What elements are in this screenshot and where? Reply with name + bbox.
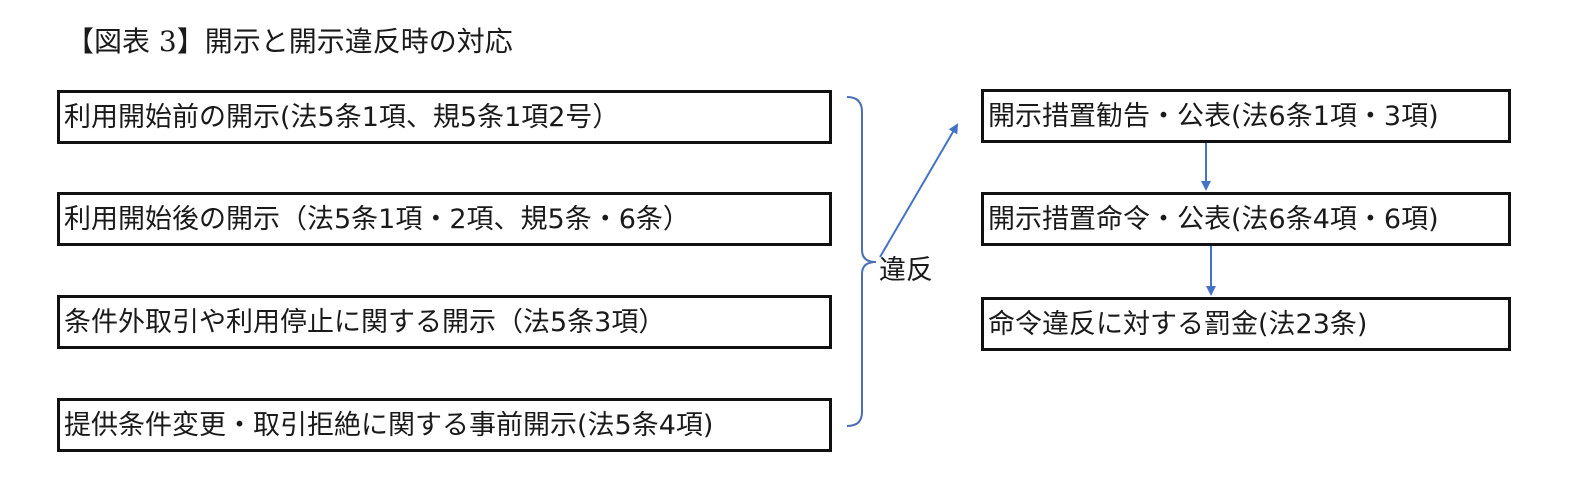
response-box-label: 命令違反に対する罰金(法23条) bbox=[988, 308, 1368, 340]
disclosure-box-label: 利用開始後の開示（法5条1項・2項、規5条・6条） bbox=[64, 203, 690, 235]
diagram-title: 【図表 3】開示と開示違反時の対応 bbox=[66, 25, 513, 58]
disclosure-box-prior-notice: 提供条件変更・取引拒絶に関する事前開示(法5条4項) bbox=[57, 398, 832, 452]
disclosure-box-label: 条件外取引や利用停止に関する開示（法5条3項） bbox=[64, 306, 666, 338]
disclosure-box-off-terms: 条件外取引や利用停止に関する開示（法5条3項） bbox=[57, 295, 832, 349]
response-box-recommendation: 開示措置勧告・公表(法6条1項・3項) bbox=[981, 89, 1511, 143]
violation-label: 違反 bbox=[879, 255, 933, 286]
response-box-label: 開示措置命令・公表(法6条4項・6項) bbox=[988, 203, 1439, 235]
disclosure-box-pre-use: 利用開始前の開示(法5条1項、規5条1項2号） bbox=[57, 90, 832, 144]
violation-arrow bbox=[879, 123, 959, 258]
grouping-bracket bbox=[846, 96, 877, 427]
response-box-order: 開示措置命令・公表(法6条4項・6項) bbox=[981, 192, 1511, 246]
disclosure-box-label: 利用開始前の開示(法5条1項、規5条1項2号） bbox=[64, 101, 620, 133]
disclosure-box-label: 提供条件変更・取引拒絶に関する事前開示(法5条4項) bbox=[64, 409, 714, 441]
response-box-label: 開示措置勧告・公表(法6条1項・3項) bbox=[988, 100, 1439, 132]
response-box-fine: 命令違反に対する罰金(法23条) bbox=[981, 297, 1511, 351]
disclosure-box-post-use: 利用開始後の開示（法5条1項・2項、規5条・6条） bbox=[57, 192, 832, 246]
